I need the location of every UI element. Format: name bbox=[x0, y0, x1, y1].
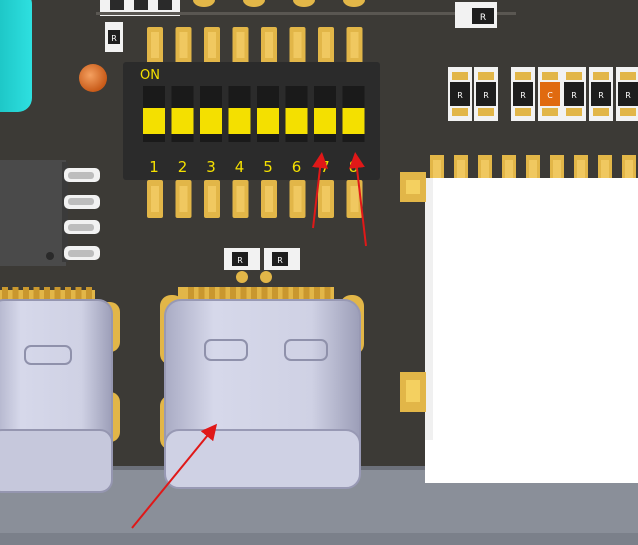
resistor-array-r7: R bbox=[616, 67, 638, 121]
usb-pin bbox=[240, 287, 247, 305]
usb-pin bbox=[33, 287, 40, 307]
resistor-label: R bbox=[457, 91, 463, 100]
usb-pin bbox=[23, 287, 29, 307]
dip-actuator bbox=[285, 108, 308, 134]
teal-component bbox=[0, 0, 32, 112]
dip-switch-6[interactable]: 6 bbox=[285, 86, 308, 176]
resistor-r2: R bbox=[455, 2, 497, 28]
dip-actuator bbox=[171, 108, 194, 134]
resistor-r4: R bbox=[264, 248, 300, 270]
resistor-r3: R bbox=[224, 248, 260, 270]
usb-pin bbox=[324, 287, 331, 305]
resistor-label: R bbox=[277, 256, 283, 265]
dip-position-label: 1 bbox=[149, 158, 159, 176]
dip-top-pads bbox=[147, 27, 363, 65]
dip-actuator bbox=[200, 108, 222, 134]
dip-position-label: 4 bbox=[235, 158, 245, 176]
resistor-label: R bbox=[598, 91, 604, 100]
dip-switch-3[interactable]: 3 bbox=[200, 86, 222, 176]
usb-pin bbox=[188, 287, 194, 305]
usb-pin bbox=[209, 287, 215, 305]
resistor-label: R bbox=[520, 91, 526, 100]
dip-on-label: ON bbox=[140, 68, 160, 83]
resistor-label: R bbox=[480, 13, 486, 23]
resistor-label: R bbox=[111, 34, 117, 43]
capacitor-c1: C bbox=[538, 67, 562, 121]
dip-actuator bbox=[342, 108, 365, 134]
usb-pin bbox=[261, 287, 268, 305]
resistor-label: R bbox=[237, 256, 243, 265]
annotation-arrow-usb-main bbox=[131, 423, 218, 529]
dip-actuator bbox=[143, 108, 165, 134]
dip-switch-4[interactable]: 4 bbox=[228, 86, 251, 176]
usb-pin bbox=[65, 287, 71, 307]
ic-package-left bbox=[0, 160, 100, 266]
resistor-array-r3: R bbox=[511, 67, 535, 121]
usb-pin bbox=[44, 287, 50, 307]
usb-pin bbox=[282, 287, 289, 305]
dip-position-label: 5 bbox=[263, 158, 273, 176]
dip-position-label: 6 bbox=[292, 158, 302, 176]
dip-bottom-pads bbox=[147, 180, 363, 218]
resistor-label: R bbox=[483, 91, 489, 100]
resistor-label: R bbox=[571, 91, 577, 100]
usb-pin bbox=[293, 287, 299, 305]
usb-pin bbox=[12, 287, 19, 307]
dip-switch-1[interactable]: 1 bbox=[143, 86, 165, 176]
usb-pin bbox=[198, 287, 205, 305]
resistor-array-r6: R bbox=[589, 67, 613, 121]
usb-pin bbox=[230, 287, 236, 305]
resistor-label: R bbox=[625, 91, 631, 100]
usb-pin bbox=[54, 287, 61, 307]
annotation-arrow-switch-7 bbox=[312, 152, 329, 229]
dip-position-label: 2 bbox=[178, 158, 188, 176]
dip-switch-2[interactable]: 2 bbox=[171, 86, 194, 176]
usb-pin bbox=[251, 287, 257, 305]
led-indicator bbox=[79, 64, 107, 92]
dip-actuator bbox=[257, 108, 279, 134]
usb-pin bbox=[75, 287, 82, 307]
resistor-array-r5: R bbox=[562, 67, 586, 121]
usb-pin bbox=[314, 287, 320, 305]
resistor-array-r2: R bbox=[474, 67, 498, 121]
resistor-array-r1: R bbox=[448, 67, 472, 121]
top-header-component bbox=[96, 0, 516, 16]
white-connector bbox=[400, 155, 638, 483]
usb-pin bbox=[86, 287, 92, 307]
usb-pin bbox=[272, 287, 278, 305]
usb-pin bbox=[219, 287, 226, 305]
usb-pin bbox=[303, 287, 310, 305]
dip-actuator bbox=[314, 108, 336, 134]
dip-position-label: 3 bbox=[206, 158, 216, 176]
resistor-r1: R bbox=[105, 22, 123, 52]
capacitor-label: C bbox=[547, 91, 553, 100]
dip-actuator bbox=[228, 108, 251, 134]
usb-pin bbox=[2, 287, 8, 307]
annotation-arrow-switch-8 bbox=[348, 152, 367, 247]
dip-switch-5[interactable]: 5 bbox=[257, 86, 279, 176]
